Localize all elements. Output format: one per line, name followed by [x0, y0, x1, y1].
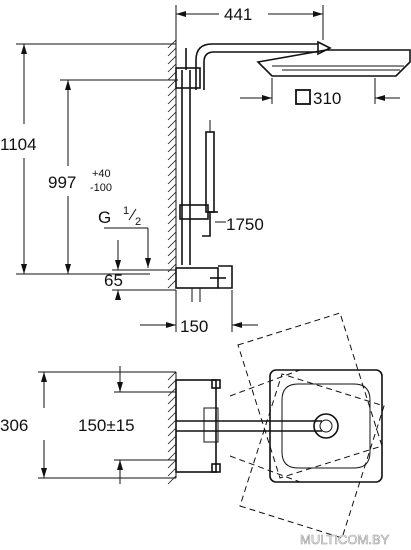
- label-head-size: 310: [313, 89, 341, 108]
- hatch-line: [167, 71, 177, 81]
- label-thread-num: 1: [123, 205, 129, 217]
- hatch-line: [167, 127, 177, 137]
- hatch-line: [167, 63, 177, 73]
- hatch-line: [167, 167, 177, 177]
- slide-holder: [179, 204, 218, 220]
- dim-head-size: 310: [240, 78, 400, 108]
- hatch-line: [167, 159, 177, 169]
- hatch-line: [167, 87, 177, 97]
- hatch-line: [167, 427, 177, 437]
- label-thread-den: 2: [135, 216, 141, 228]
- head-shower: [256, 40, 411, 77]
- hatch-line: [167, 175, 177, 185]
- dim-top-width: 441: [175, 5, 324, 40]
- label-outlet-depth: 65: [104, 271, 123, 290]
- thread-label: G 1 2: [98, 205, 151, 268]
- label-spacing-width: 150±15: [78, 416, 135, 435]
- hatch-line: [167, 223, 177, 233]
- hatch-line: [167, 215, 177, 225]
- watermark-text: MULTICOM.BY: [300, 532, 390, 547]
- label-tol-minus: -100: [90, 182, 112, 194]
- hatch-line: [167, 419, 177, 429]
- hatch-line: [167, 151, 177, 161]
- dim-spacing-width: 150±15: [78, 366, 166, 484]
- hatch-line: [167, 451, 177, 461]
- wall-hatch-top: [167, 39, 177, 289]
- hatch-line: [167, 459, 177, 469]
- thermostat-front: [166, 379, 221, 473]
- hatch-line: [167, 411, 177, 421]
- hatch-line: [167, 271, 177, 281]
- hatch-line: [167, 263, 177, 273]
- dim-total-height: 1104: [0, 43, 176, 275]
- dim-thermostat: 150: [140, 290, 258, 336]
- label-thermostat-depth: 150: [180, 317, 208, 336]
- hatch-line: [167, 475, 177, 485]
- hatch-line: [167, 47, 177, 57]
- thermostat-side: [175, 265, 233, 302]
- hatch-line: [167, 279, 177, 289]
- arm-plan: [176, 420, 322, 432]
- hatch-line: [167, 231, 177, 241]
- hatch-line: [167, 55, 177, 65]
- riser-pipe: [181, 48, 191, 265]
- head-plan: [269, 369, 383, 483]
- hatch-line: [167, 183, 177, 193]
- hatch-line: [167, 111, 177, 121]
- hatch-line: [167, 143, 177, 153]
- dim-spacing-height: 306: [0, 371, 176, 479]
- hatch-line: [167, 403, 177, 413]
- hatch-line: [167, 435, 177, 445]
- label-top-width: 441: [224, 5, 252, 24]
- dim-slide: 1750: [215, 215, 264, 234]
- hatch-line: [167, 79, 177, 89]
- hatch-line: [167, 467, 177, 477]
- shower-arm: [195, 43, 318, 90]
- label-mid-height: 997: [48, 173, 76, 192]
- label-thread: G: [98, 208, 111, 227]
- square-symbol-icon: [295, 89, 311, 105]
- hatch-line: [167, 199, 177, 209]
- label-spacing-height: 306: [0, 416, 28, 435]
- label-tol-plus: +40: [92, 168, 111, 180]
- label-total-height: 1104: [0, 135, 37, 154]
- hatch-line: [167, 379, 177, 389]
- wall-bracket: [175, 67, 201, 89]
- dim-outlet: 65: [104, 240, 176, 300]
- hatch-line: [167, 255, 177, 265]
- hatch-line: [167, 443, 177, 453]
- hatch-line: [167, 119, 177, 129]
- hatch-line: [167, 247, 177, 257]
- hatch-line: [167, 371, 177, 381]
- hatch-line: [167, 135, 177, 145]
- hatch-line: [167, 103, 177, 113]
- hatch-line: [167, 95, 177, 105]
- rotation-outlines: [229, 312, 385, 539]
- hatch-line: [167, 191, 177, 201]
- dim-mid-height: 997 +40 -100: [48, 79, 178, 274]
- hatch-line: [167, 207, 177, 217]
- hatch-line: [167, 395, 177, 405]
- label-slide-height: 1750: [226, 215, 264, 234]
- wall-hatch-bottom: [167, 371, 177, 485]
- hatch-line: [167, 239, 177, 249]
